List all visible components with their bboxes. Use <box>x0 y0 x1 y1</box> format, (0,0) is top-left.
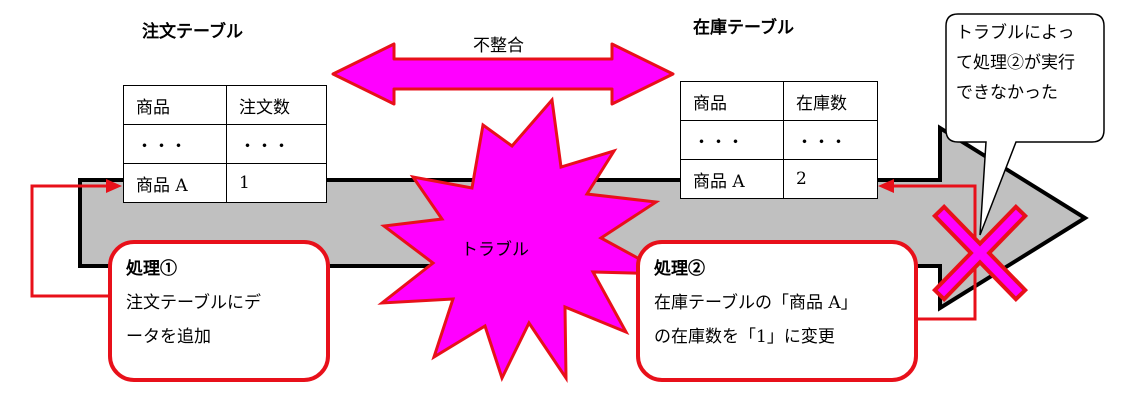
process1-line: 注文テーブルにデ <box>126 293 261 313</box>
table-row: 商品 A 2 <box>680 159 878 199</box>
table-cell: 1 <box>226 163 327 203</box>
table-cell: ・・・ <box>226 124 327 164</box>
trouble-label: トラブル <box>461 240 529 260</box>
stock-table: 商品 在庫数 ・・・ ・・・ 商品 A 2 <box>680 81 878 199</box>
table-cell: 商品 A <box>123 163 227 203</box>
process2-line: 在庫テーブルの「商品 A」 <box>654 293 858 313</box>
stock-table-title: 在庫テーブル <box>693 18 794 38</box>
table-row: ・・・ ・・・ <box>680 120 878 160</box>
table-cell: 商品 A <box>680 159 784 199</box>
table-row: ・・・ ・・・ <box>123 124 327 164</box>
process1-title: 処理① <box>126 259 177 279</box>
callout-line: できなかった <box>956 83 1058 103</box>
callout-text: トラブルによっ て処理②が実行 できなかった <box>956 18 1075 108</box>
table-header-cell: 商品 <box>123 85 227 125</box>
process1-box: 処理① 注文テーブルにデ ータを追加 <box>108 240 330 382</box>
order-table: 商品 注文数 ・・・ ・・・ 商品 A 1 <box>123 85 327 203</box>
trouble-starburst <box>377 96 668 384</box>
process1-connector-head <box>106 179 122 193</box>
table-cell: ・・・ <box>680 120 784 160</box>
callout-bubble <box>945 13 1105 236</box>
process2-line: の在庫数を「1」に変更 <box>654 327 835 347</box>
table-header-row: 商品 注文数 <box>123 85 327 125</box>
table-cell: 2 <box>783 159 878 199</box>
failure-cross-mark <box>931 203 1029 303</box>
table-row: 商品 A 1 <box>123 163 327 203</box>
mismatch-double-arrow <box>331 42 675 106</box>
table-header-cell: 注文数 <box>226 85 327 125</box>
process2-connector-head <box>878 179 894 193</box>
mismatch-label: 不整合 <box>473 36 524 56</box>
process1-line: ータを追加 <box>126 327 211 347</box>
process2-title: 処理② <box>654 259 705 279</box>
table-header-cell: 在庫数 <box>783 81 878 121</box>
callout-line: て処理②が実行 <box>956 53 1075 73</box>
process2-box: 処理② 在庫テーブルの「商品 A」 の在庫数を「1」に変更 <box>636 240 918 382</box>
callout-line: トラブルによっ <box>956 23 1075 43</box>
table-cell: ・・・ <box>783 120 878 160</box>
process1-connector <box>30 184 108 298</box>
table-cell: ・・・ <box>123 124 227 164</box>
table-header-row: 商品 在庫数 <box>680 81 878 121</box>
table-header-cell: 商品 <box>680 81 784 121</box>
order-table-title: 注文テーブル <box>142 22 243 42</box>
